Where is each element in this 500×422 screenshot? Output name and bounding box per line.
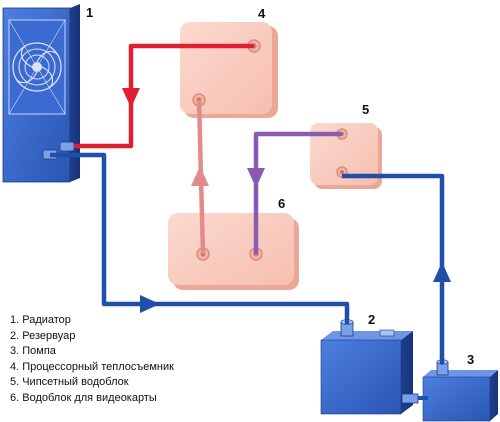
flow-arrow-right-icon (140, 295, 160, 313)
legend-item: 4. Процессорный теплосъемник (10, 360, 174, 373)
chipset-to-gpu-tube (253, 131, 342, 254)
legend-item: 2. Резервуар (10, 329, 76, 342)
fan-grille-icon (8, 19, 66, 115)
flow-arrow-down-icon (122, 88, 140, 108)
label-reservoir-number: 2 (368, 312, 376, 327)
label-chipset-number: 5 (362, 102, 370, 117)
reservoir (320, 319, 419, 415)
flow-arrow-up-icon (433, 262, 451, 282)
legend-item: 6. Водоблок для видеокарты (10, 391, 157, 404)
legend: 1. Радиатор 2. Резервуар 3. Помпа 4. Про… (10, 313, 174, 406)
gpu-waterblock (168, 213, 299, 290)
pump (422, 359, 498, 422)
cpu-waterblock (180, 22, 278, 118)
legend-item: 5. Чипсетный водоблок (10, 376, 129, 388)
label-radiator-number: 1 (86, 5, 94, 20)
label-cpu-number: 4 (258, 6, 266, 21)
pump-to-chipset-tube (342, 173, 445, 364)
label-gpu-number: 6 (278, 196, 286, 211)
legend-item: 3. Помпа (10, 345, 56, 357)
chipset-waterblock (310, 123, 382, 189)
radiator-to-reservoir-tube (50, 152, 350, 324)
label-pump-number: 3 (467, 352, 475, 367)
legend-item: 1. Радиатор (10, 314, 71, 326)
flow-arrow-up-icon (191, 166, 209, 186)
flow-arrow-down-icon (247, 168, 265, 188)
